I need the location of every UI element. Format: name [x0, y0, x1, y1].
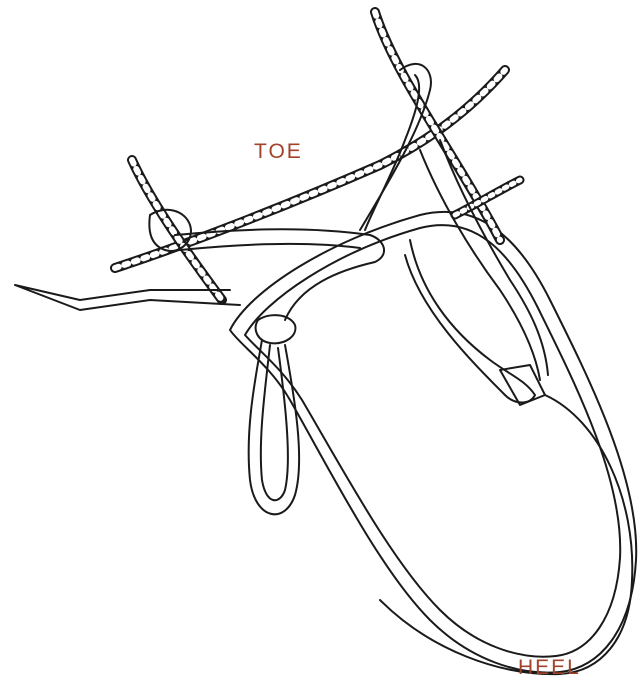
lower-loop [249, 340, 299, 514]
ankle-strap-loop-3 [440, 140, 548, 375]
middle-knot [256, 315, 296, 343]
heel-strap [380, 395, 632, 674]
lower-loop-inner [261, 345, 288, 500]
sole-inner-outline [245, 225, 620, 657]
tail-strap [15, 285, 240, 310]
heel-label: HEEL [518, 656, 581, 680]
toe-label: TOE [254, 140, 303, 164]
ankle-strap-loop [405, 240, 535, 403]
ankle-strap-loop-2 [420, 150, 540, 380]
